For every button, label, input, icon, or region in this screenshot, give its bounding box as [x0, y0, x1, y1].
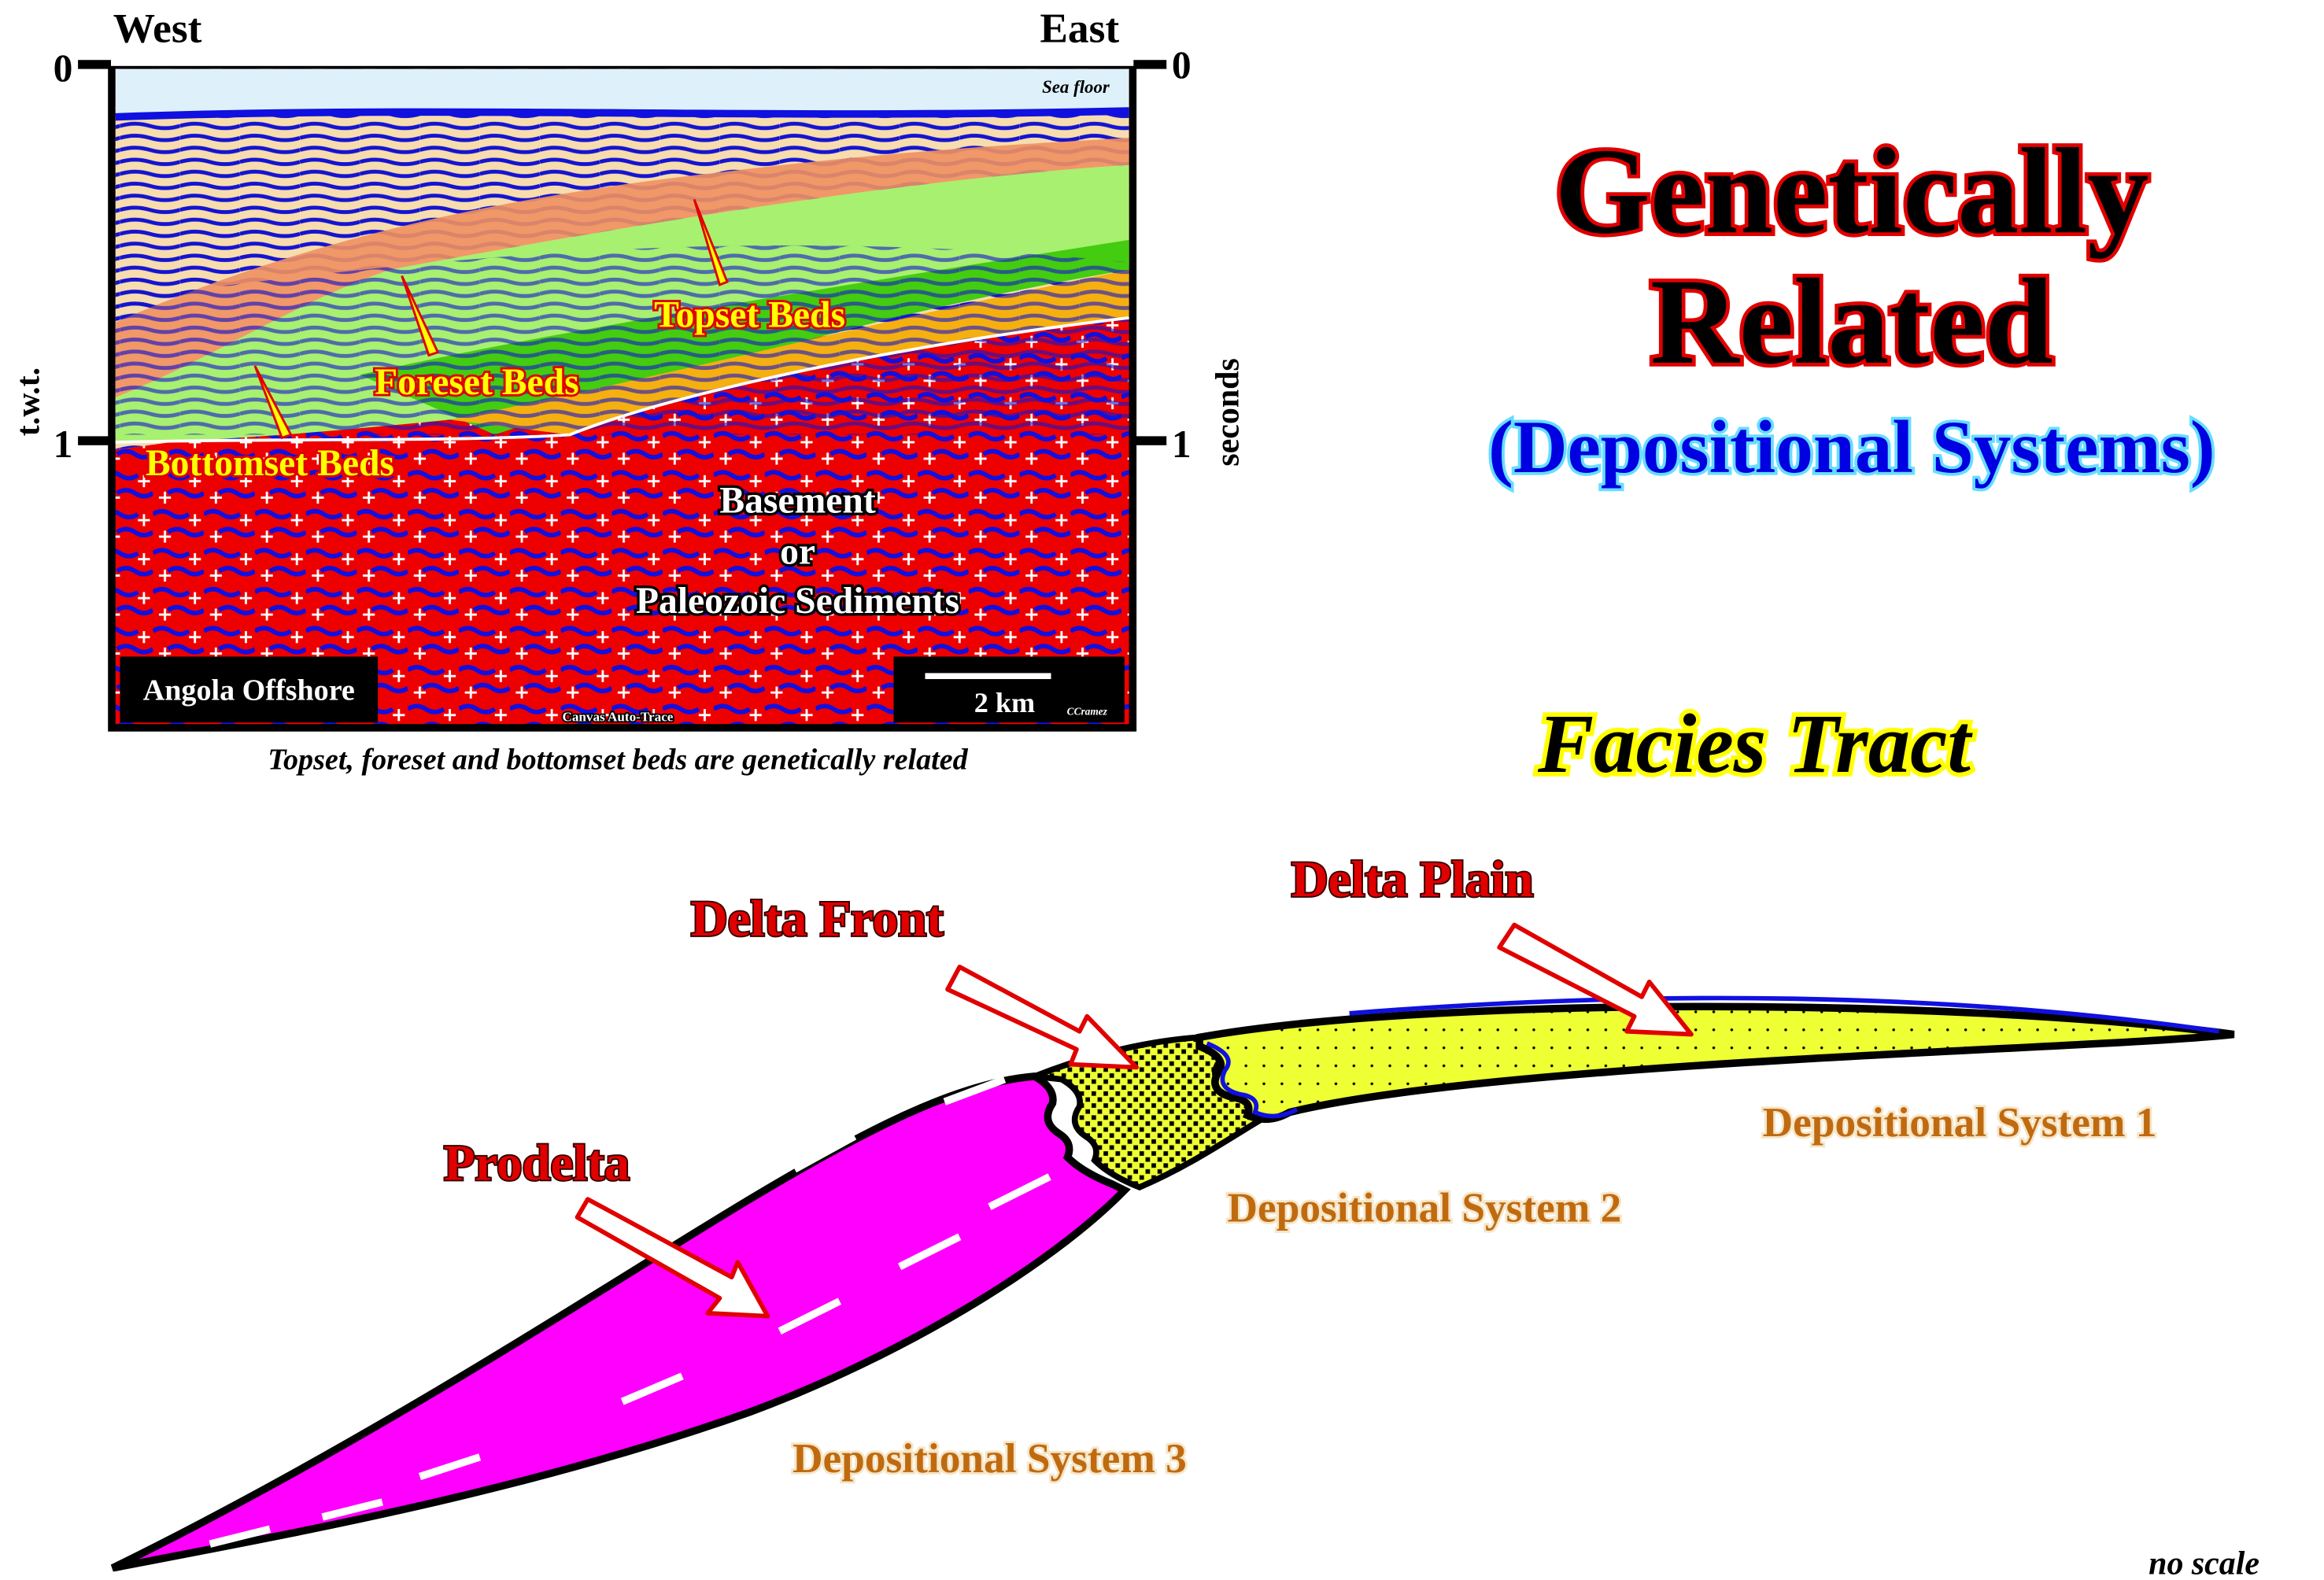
- tick-right-1: [1133, 436, 1167, 445]
- sea-floor-label: Sea floor: [1042, 77, 1110, 97]
- software-label: Canvas Auto-Trace: [562, 709, 673, 724]
- facies-tract-title: Facies Tract: [1537, 698, 1973, 791]
- bottomset-arrow: [253, 365, 293, 440]
- topset-label: Topset Beds: [654, 294, 845, 335]
- tick-right-0: [1133, 60, 1167, 69]
- seconds-axis-label: seconds: [1210, 358, 1247, 466]
- ds2-label: Depositional System 2: [1228, 1184, 1622, 1231]
- basement-label: Basement: [719, 481, 875, 522]
- foreset-label: Foreset Beds: [375, 362, 579, 403]
- tick-label-left-1: 1: [54, 423, 73, 466]
- title-line2: Related: [1650, 253, 2053, 389]
- twt-axis-label: t.w.t.: [11, 367, 47, 436]
- delta-front-arrow: [945, 964, 1139, 1070]
- prodelta-arrow: [575, 1197, 770, 1319]
- delta-front-label: Delta Front: [691, 891, 944, 947]
- scale-box: [893, 656, 1125, 723]
- tick-label-right-0: 0: [1172, 43, 1192, 87]
- prodelta-label: Prodelta: [444, 1135, 630, 1191]
- tick-label-left-0: 0: [54, 46, 73, 90]
- basement-or-label: or: [780, 531, 815, 572]
- seismic-section: [108, 65, 1137, 732]
- delta-plain-label: Delta Plain: [1291, 851, 1534, 908]
- foreset-arrow: [401, 275, 440, 357]
- seismic-caption: Topset, foreset and bottomset beds are g…: [268, 743, 968, 776]
- ds3-label: Depositional System 3: [793, 1434, 1187, 1482]
- scale-label: 2 km: [974, 687, 1035, 718]
- tick-label-right-1: 1: [1172, 423, 1192, 466]
- location-label: Angola Offshore: [143, 674, 355, 707]
- paleozoic-label: Paleozoic Sediments: [636, 581, 959, 622]
- author-label: CCramez: [1067, 706, 1108, 718]
- west-label: West: [113, 4, 202, 51]
- east-label: East: [1040, 4, 1119, 51]
- delta-plain-arrow: [1497, 922, 1694, 1037]
- no-scale-label: no scale: [2148, 1545, 2259, 1580]
- subtitle: (Depositional Systems): [1488, 405, 2215, 489]
- location-box: [120, 656, 379, 723]
- title-line1: Genetically: [1554, 123, 2148, 259]
- prodelta-dashes: [209, 1076, 1051, 1548]
- bottomset-label: Bottomset Beds: [146, 443, 394, 484]
- delta-plain-body: [1195, 1002, 2235, 1123]
- tick-left-0: [78, 60, 112, 69]
- topset-arrow: [693, 198, 729, 286]
- ds1-label: Depositional System 1: [1763, 1098, 2157, 1146]
- scale-bar: [925, 673, 1051, 680]
- tick-left-1: [78, 436, 112, 445]
- facies-diagram: [110, 995, 2235, 1572]
